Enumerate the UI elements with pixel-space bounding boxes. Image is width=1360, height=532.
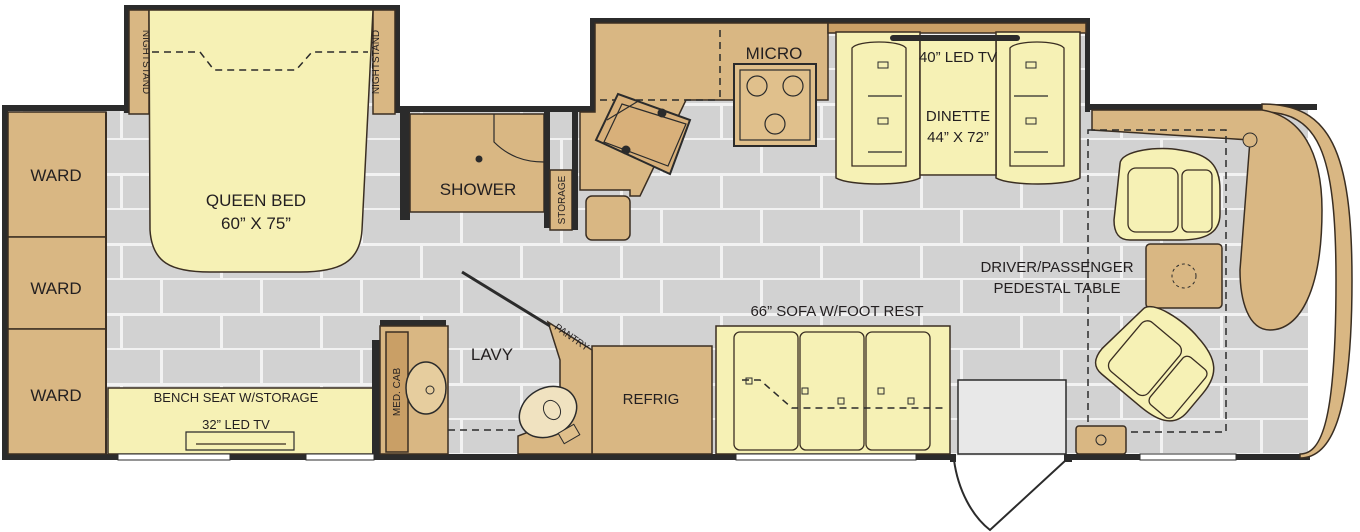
ward-label-3: WARD (30, 386, 81, 405)
cooktop (733, 63, 817, 147)
front-tv-label: 40” LED TV (919, 49, 997, 66)
refrigerator (591, 345, 713, 455)
dinette (827, 22, 1087, 185)
dinette-size-label: 44” X 72” (927, 129, 989, 146)
queen-bed (148, 9, 374, 273)
entry-door (950, 379, 1127, 532)
dinette-name-label: DINETTE (926, 108, 990, 125)
driver-seat (1113, 147, 1221, 241)
bench-seat-label: BENCH SEAT W/STORAGE (154, 390, 319, 405)
sofa (715, 325, 951, 455)
shower-label: SHOWER (440, 180, 517, 199)
ward-label-1: WARD (30, 166, 81, 185)
shower (400, 112, 550, 228)
cockpit (1087, 109, 1323, 433)
nightstand-left-label: NIGHTSTAND (140, 30, 151, 94)
rear-tv-label: 32” LED TV (202, 417, 270, 432)
table-label-line1: DRIVER/PASSENGER (980, 259, 1133, 276)
ward-label-2: WARD (30, 279, 81, 298)
med-cab-label: MED. CAB (392, 368, 403, 417)
wardrobe-column (7, 111, 107, 455)
bed-size-label: 60” X 75” (221, 214, 291, 233)
sofa-label: 66” SOFA W/FOOT REST (750, 303, 923, 320)
bed-name-label: QUEEN BED (206, 191, 306, 210)
kitchen-sink (594, 92, 692, 176)
refrig-label: REFRIG (623, 391, 680, 408)
nightstand-right (372, 9, 396, 115)
storage-label: STORAGE (557, 175, 568, 224)
windows (117, 453, 1237, 461)
table-label-line2: PEDESTAL TABLE (994, 280, 1121, 297)
micro-label: MICRO (746, 44, 803, 63)
pedestal-table (1145, 243, 1223, 309)
nightstand-right-label: NIGHTSTAND (371, 30, 382, 94)
lavy-label: LAVY (471, 345, 513, 364)
lavy-room (372, 270, 593, 456)
passenger-seat (1094, 305, 1215, 422)
bench-seat (107, 387, 375, 455)
